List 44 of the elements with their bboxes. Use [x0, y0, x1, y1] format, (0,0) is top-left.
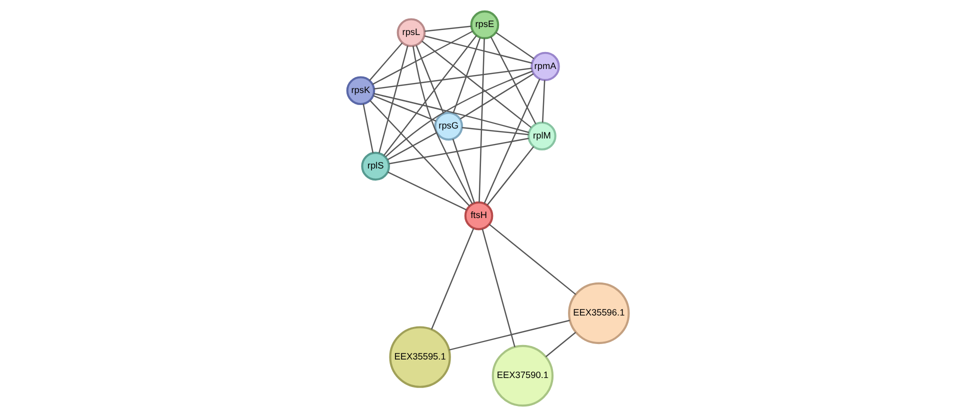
connector	[495, 32, 534, 60]
connector	[488, 224, 576, 295]
connector	[372, 95, 436, 122]
node-circle: rpmA	[530, 52, 560, 82]
connector	[486, 146, 534, 206]
connector	[388, 138, 528, 164]
connector	[478, 38, 484, 202]
connector	[372, 30, 472, 85]
connector	[452, 138, 475, 204]
node-circle: rpsG	[434, 112, 463, 141]
node-circle: rpsK	[346, 76, 375, 106]
node-circle: rpsE	[470, 10, 499, 40]
node-circle: rplS	[360, 152, 390, 181]
connector	[386, 132, 437, 160]
node-circle: EEX35596.1	[568, 282, 630, 344]
connector	[544, 332, 576, 358]
connector	[421, 40, 532, 128]
connector	[378, 46, 408, 154]
connector	[459, 73, 534, 120]
connector	[368, 42, 402, 81]
node-circle: ftsH	[464, 201, 493, 230]
connector	[424, 35, 532, 64]
connector	[541, 80, 545, 123]
connector	[490, 36, 536, 124]
connector	[452, 37, 480, 114]
node-circle: rpsL	[396, 18, 426, 48]
connector	[412, 46, 472, 204]
connector	[424, 26, 471, 32]
connector	[382, 35, 477, 156]
node-circle: EEX35595.1	[388, 326, 450, 388]
node-circle: rplM	[527, 122, 556, 150]
connector	[373, 93, 529, 134]
connector	[483, 78, 540, 204]
connector	[362, 104, 374, 154]
connector	[384, 70, 532, 158]
connector	[387, 172, 466, 211]
node-circle: EEX37590.1	[491, 344, 554, 407]
connector	[415, 45, 444, 114]
connector	[481, 228, 515, 348]
connector	[369, 100, 470, 206]
connector	[448, 320, 570, 351]
connector	[373, 68, 532, 90]
connector	[430, 228, 474, 330]
connector	[461, 126, 528, 136]
